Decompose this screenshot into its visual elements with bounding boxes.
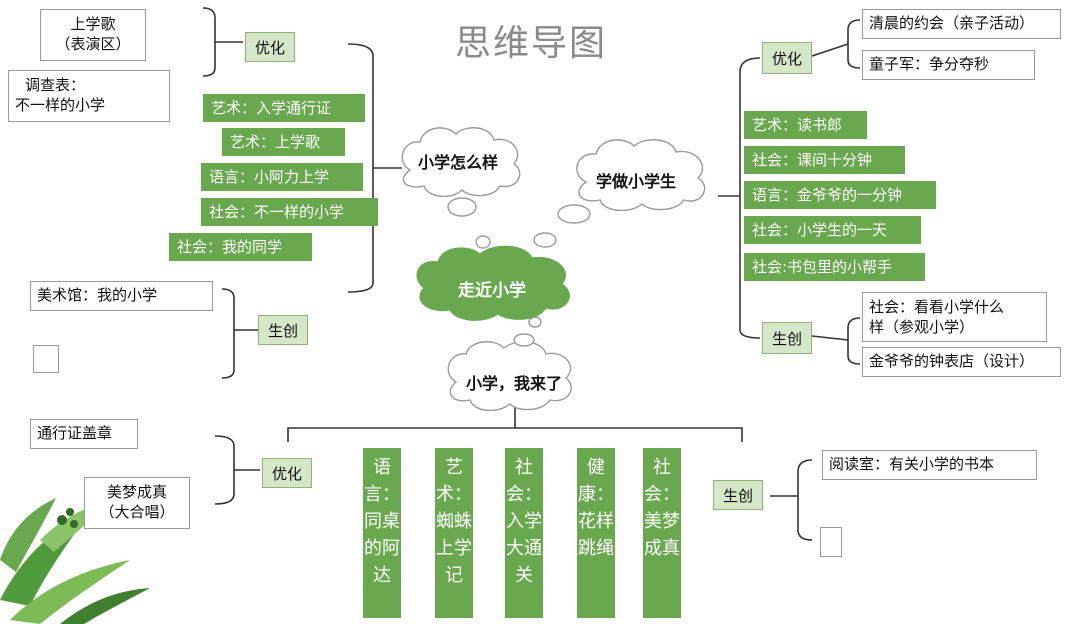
left-opt-box-2: 调查表： 不一样的小学	[8, 70, 170, 122]
bottom-item-5: 社会：美梦成真	[643, 448, 681, 618]
right-optimize-label: 优化	[762, 42, 812, 74]
bottom-item-1: 语言：同桌的阿达	[363, 448, 401, 618]
page-title: 思维导图	[455, 23, 608, 64]
right-opt-box-2: 童子军：争分夺秒	[862, 50, 1035, 80]
right-item-5: 社会:书包里的小帮手	[744, 253, 925, 281]
right-create-box-1: 社会：看看小学什么 样（参观小学）	[862, 292, 1047, 342]
left-create-empty-box	[33, 345, 59, 373]
bottom-item-3: 社会：入学大通关	[505, 448, 543, 618]
center-topic: 走近小学	[458, 281, 526, 301]
left-item-4: 社会：不一样的小学	[201, 198, 378, 226]
right-create-label: 生创	[762, 322, 812, 354]
bottom-opt-box-2-line1: 美梦成真	[106, 483, 167, 501]
bottom-item-2: 艺术：蜘蛛上学记	[435, 448, 473, 618]
left-item-3: 语言：小阿力上学	[201, 163, 363, 191]
left-opt-box-2-line1: 调查表：	[25, 76, 86, 94]
left-opt-box-1: 上学歌 （表演区）	[40, 9, 146, 61]
left-item-2: 艺术：上学歌	[222, 128, 345, 156]
bottom-opt-box-1: 通行证盖章	[30, 419, 138, 449]
left-item-5: 社会：我的同学	[169, 233, 312, 261]
right-opt-box-1: 清晨的约会（亲子活动）	[862, 9, 1061, 39]
left-create-label: 生创	[258, 315, 309, 345]
bottom-create-label: 生创	[713, 480, 764, 510]
bottom-opt-box-2: 美梦成真 （大合唱）	[84, 477, 190, 529]
left-create-box: 美术馆：我的小学	[30, 281, 213, 311]
left-optimize-label: 优化	[245, 32, 296, 62]
bottom-create-box: 阅读室：有关小学的书本	[822, 450, 1037, 480]
left-opt-box-2-line2: 不一样的小学	[15, 96, 106, 114]
right-item-4: 社会：小学生的一天	[744, 216, 921, 244]
cloud-bottom-label: 小学，我来了	[466, 374, 563, 393]
cloud-right-label: 学做小学生	[596, 172, 677, 191]
bottom-opt-box-2-line2: （大合唱）	[99, 503, 175, 521]
right-item-1: 艺术：读书郎	[744, 111, 867, 139]
right-item-3: 语言：金爷爷的一分钟	[744, 181, 936, 209]
right-create-box-1-line1: 社会：看看小学什么	[869, 298, 1005, 316]
right-create-box-2: 金爷爷的钟表店（设计）	[862, 347, 1061, 377]
bottom-item-4: 健康：花样跳绳	[577, 448, 615, 618]
bottom-create-empty-box	[820, 527, 842, 557]
cloud-left-label: 小学怎么样	[418, 153, 499, 172]
right-item-2: 社会：课间十分钟	[744, 146, 905, 174]
left-item-1: 艺术：入学通行证	[203, 94, 365, 122]
bottom-optimize-label: 优化	[262, 458, 313, 488]
left-opt-box-1-line1: 上学歌	[70, 15, 116, 33]
left-opt-box-1-line2: （表演区）	[55, 35, 131, 53]
right-create-box-1-line2: 样（参观小学）	[869, 318, 975, 336]
